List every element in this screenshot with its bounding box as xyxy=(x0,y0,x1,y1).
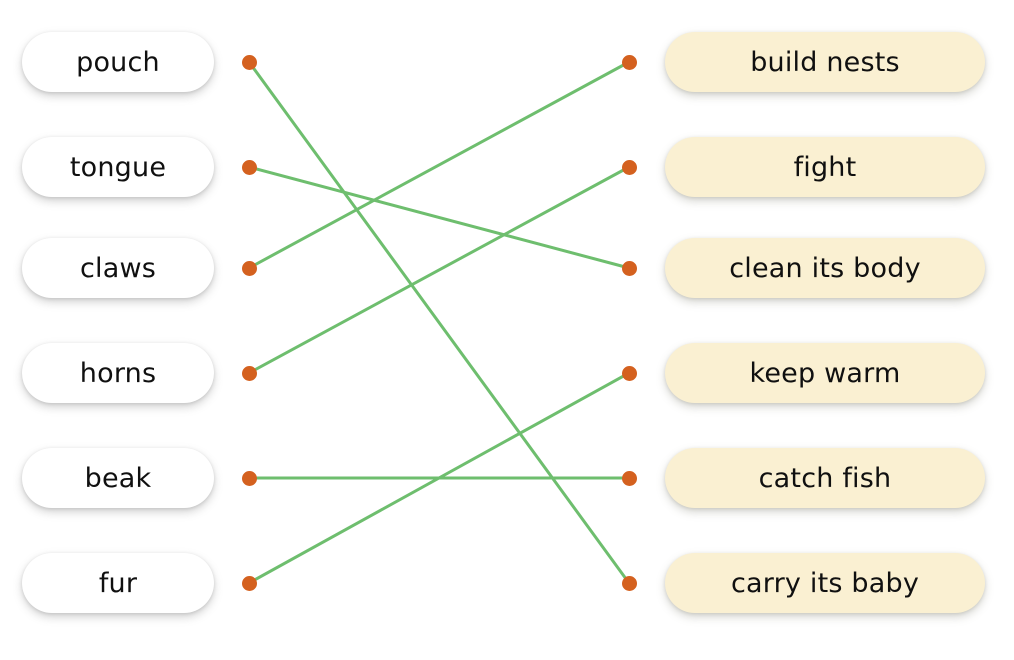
connector-line-pouch-to-carry-its-baby[interactable] xyxy=(247,60,631,585)
term-pill-beak[interactable]: beak xyxy=(22,448,214,508)
definition-label: catch fish xyxy=(758,462,892,494)
term-pill-pouch[interactable]: pouch xyxy=(22,32,214,92)
definition-pill-clean-its-body[interactable]: clean its body xyxy=(665,238,985,298)
anchor-dot-beak[interactable] xyxy=(241,470,257,486)
term-label: tongue xyxy=(69,151,167,183)
anchor-dot-clean-its-body[interactable] xyxy=(621,260,637,276)
definition-label: clean its body xyxy=(729,252,921,284)
connector-line-horns-to-fight[interactable] xyxy=(247,165,631,375)
connector-line-fur-to-keep-warm[interactable] xyxy=(247,371,631,585)
connector-line-claws-to-build-nests[interactable] xyxy=(247,60,631,270)
term-pill-fur[interactable]: fur xyxy=(22,553,214,613)
anchor-dot-carry-its-baby[interactable] xyxy=(621,575,637,591)
definition-label: build nests xyxy=(750,46,900,78)
anchor-dot-horns[interactable] xyxy=(241,365,257,381)
definition-label: fight xyxy=(793,151,857,183)
term-pill-claws[interactable]: claws xyxy=(22,238,214,298)
definition-label: carry its baby xyxy=(730,567,920,599)
definition-label: keep warm xyxy=(749,357,901,389)
anchor-dot-catch-fish[interactable] xyxy=(621,470,637,486)
term-pill-horns[interactable]: horns xyxy=(22,343,214,403)
definition-pill-carry-its-baby[interactable]: carry its baby xyxy=(665,553,985,613)
anchor-dot-pouch[interactable] xyxy=(241,54,257,70)
term-pill-tongue[interactable]: tongue xyxy=(22,137,214,197)
anchor-dot-fight[interactable] xyxy=(621,159,637,175)
anchor-dot-fur[interactable] xyxy=(241,575,257,591)
term-label: horns xyxy=(79,357,157,389)
connector-line-tongue-to-clean-its-body[interactable] xyxy=(247,165,631,270)
definition-pill-build-nests[interactable]: build nests xyxy=(665,32,985,92)
anchor-dot-tongue[interactable] xyxy=(241,159,257,175)
anchor-dot-build-nests[interactable] xyxy=(621,54,637,70)
definition-pill-fight[interactable]: fight xyxy=(665,137,985,197)
anchor-dot-claws[interactable] xyxy=(241,260,257,276)
anchor-dot-keep-warm[interactable] xyxy=(621,365,637,381)
definition-pill-catch-fish[interactable]: catch fish xyxy=(665,448,985,508)
term-label: pouch xyxy=(76,46,160,78)
term-label: beak xyxy=(84,462,152,494)
definition-pill-keep-warm[interactable]: keep warm xyxy=(665,343,985,403)
term-label: fur xyxy=(98,567,138,599)
term-label: claws xyxy=(79,252,157,284)
